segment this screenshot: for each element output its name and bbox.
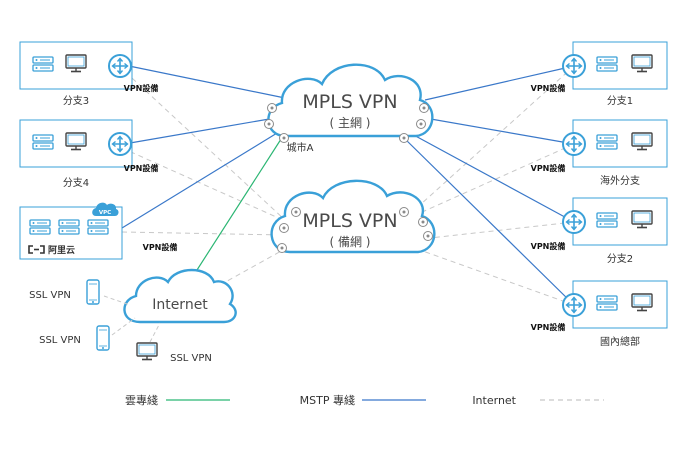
- domestic-hq-label: 國內總部: [600, 335, 640, 348]
- branch-2-site: VPN設備 分支2: [531, 197, 668, 265]
- ssl-vpn-clients: SSL VPN SSL VPN SSL VPN: [29, 279, 212, 364]
- aliyun-logo-icon: [28, 245, 45, 254]
- phone-icon: [96, 325, 110, 351]
- vpn-device-label: VPN設備: [531, 83, 566, 93]
- cloud-links: [187, 135, 284, 285]
- router-icon: [562, 210, 586, 234]
- vpn-device-label: VPN設備: [124, 163, 159, 173]
- mpls-backup-subtitle: ( 備網 ): [330, 234, 371, 249]
- internet-links: [118, 65, 575, 306]
- phone-icon: [86, 279, 100, 305]
- branch-4-site: VPN設備 分支4: [19, 119, 159, 189]
- mpls-primary-title: MPLS VPN: [302, 91, 397, 113]
- branch-2-label: 分支2: [607, 253, 633, 265]
- legend-mstp-line-label: MSTP 專綫: [300, 394, 355, 407]
- aliyun-label: 阿里云: [48, 245, 75, 256]
- router-icon: [108, 54, 132, 78]
- legend: 雲專綫 MSTP 專綫 Internet: [125, 394, 604, 407]
- mpls-backup-title: MPLS VPN: [302, 210, 397, 232]
- vpc-label: VPC: [99, 210, 111, 216]
- legend-internet-line-label: Internet: [472, 394, 516, 407]
- internet-cloud: Internet: [123, 268, 237, 324]
- mpls-primary-subtitle: ( 主網 ): [330, 116, 371, 130]
- overseas-branch-site: VPN設備 海外分支: [531, 119, 668, 187]
- router-icon: [562, 132, 586, 156]
- vpc-cloud-icon: VPC: [92, 202, 119, 216]
- legend-cloud-line-label: 雲專綫: [125, 394, 158, 407]
- branch-3-site: VPN設備 分支3: [19, 41, 159, 107]
- router-icon: [108, 132, 132, 156]
- internet-cloud-title: Internet: [152, 297, 208, 313]
- branch-3-label: 分支3: [63, 95, 89, 107]
- branch-1-label: 分支1: [607, 95, 633, 107]
- ssl-vpn-label: SSL VPN: [39, 335, 81, 346]
- ssl-vpn-label: SSL VPN: [29, 290, 71, 301]
- mstp-links: [121, 65, 575, 306]
- vpn-device-label: VPN設備: [531, 241, 566, 251]
- ssl-vpn-label: SSL VPN: [170, 353, 212, 364]
- router-icon: [562, 54, 586, 78]
- city-a-label: 城市A: [287, 141, 314, 154]
- mpls-primary-cloud: MPLS VPN ( 主網 ): [264, 63, 434, 143]
- router-icon: [562, 293, 586, 317]
- mpls-backup-cloud: MPLS VPN ( 備網 ): [270, 179, 436, 254]
- domestic-hq-site: VPN設備 國內總部: [531, 280, 668, 348]
- overseas-branch-label: 海外分支: [600, 174, 640, 187]
- branch-4-label: 分支4: [63, 177, 89, 189]
- vpn-device-label: VPN設備: [143, 242, 178, 252]
- vpn-device-label: VPN設備: [531, 163, 566, 173]
- laptop-icon: [136, 342, 158, 361]
- vpn-device-label: VPN設備: [531, 322, 566, 332]
- branch-1-site: VPN設備 分支1: [531, 41, 668, 107]
- aliyun-vpc-site: VPC 阿里云 VPN設備: [19, 202, 178, 260]
- vpn-device-label: VPN設備: [124, 83, 159, 93]
